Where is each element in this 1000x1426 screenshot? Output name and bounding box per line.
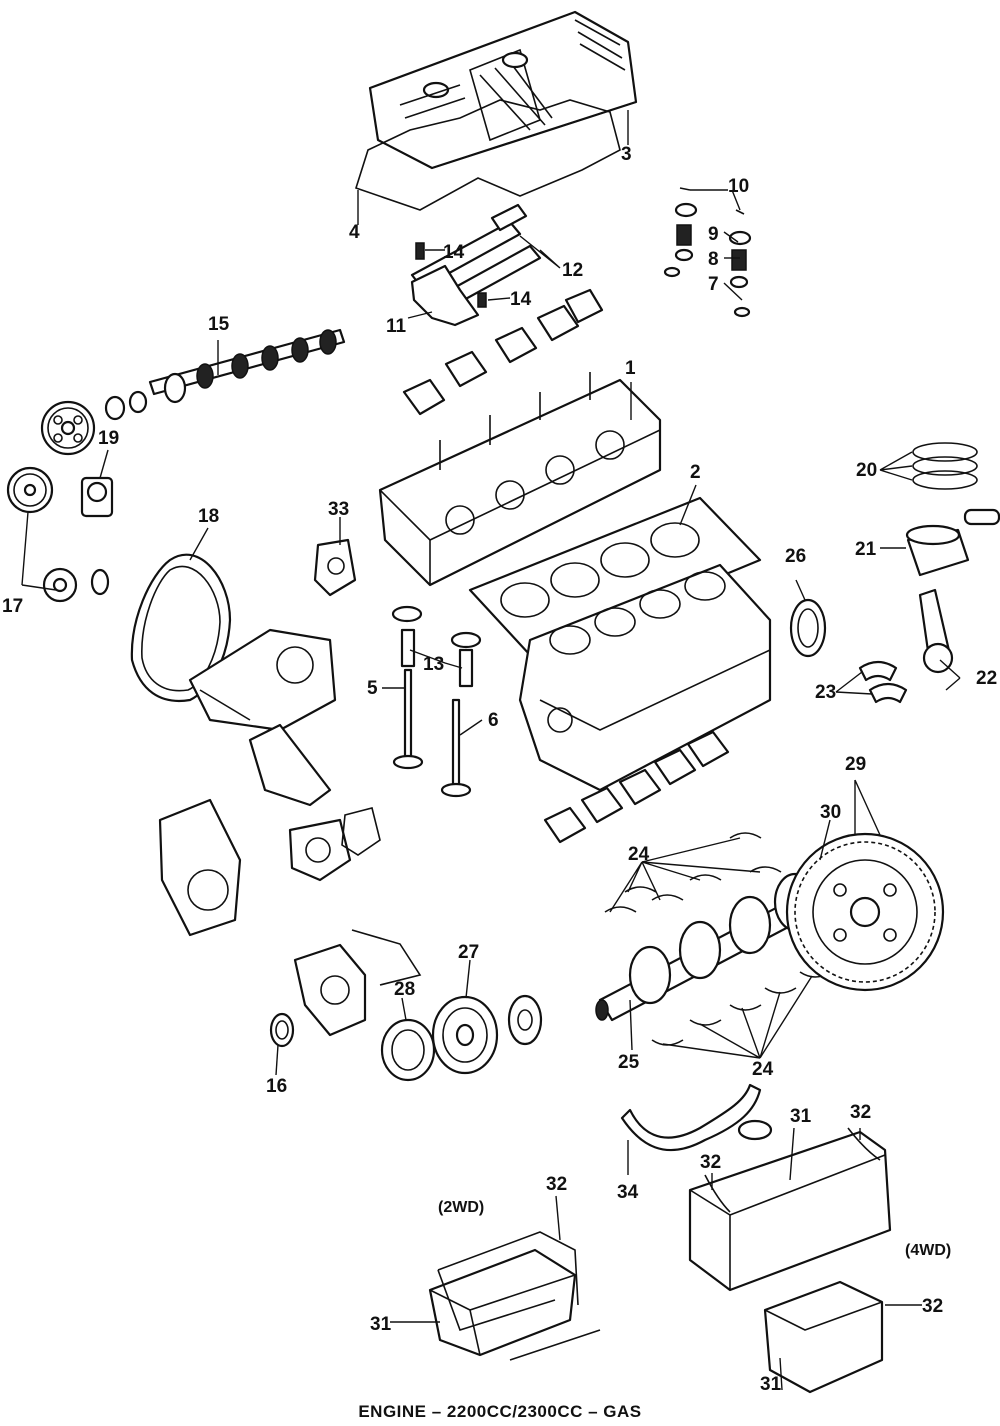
camshaft-seal [104,395,126,421]
crankshaft-pulley [431,995,499,1075]
callout-24-lower: 24 [752,1059,774,1080]
callout-24-upper: 24 [628,844,650,865]
crank-sprocket [42,567,110,603]
water-pump-gasket [341,807,381,856]
rocker-spring-upper [415,242,425,260]
callout-34: 34 [617,1182,639,1203]
variant-label-4wd: (4WD) [905,1242,951,1259]
piston-rings [912,442,978,490]
callout-16: 16 [266,1076,287,1097]
callout-labels: 3 4 10 9 8 7 12 14 14 11 15 1 19 20 2 33… [2,144,997,1395]
callout-6: 6 [488,710,499,731]
callout-7: 7 [708,274,719,295]
camshaft-plug [128,390,148,414]
valve-spring-set [663,187,752,318]
callout-26: 26 [785,546,806,567]
oil-pan-2wd [428,1248,577,1357]
rod-bearings [858,660,908,704]
water-pump [288,818,352,882]
callout-33: 33 [328,499,349,520]
oil-pickup-tube [620,1083,762,1152]
callout-9: 9 [708,224,719,245]
head-gasket [468,496,762,657]
oil-pan-gasket-2wd [437,1231,579,1331]
rear-main-seal [789,598,827,658]
variant-label-2wd: (2WD) [438,1199,484,1216]
callout-2: 2 [690,462,701,483]
callout-28: 28 [394,979,415,1000]
upper-timing-cover [188,628,337,732]
callout-23: 23 [815,682,836,703]
timing-sprocket-upper [40,400,96,456]
piston [905,508,1000,577]
lower-timing-cover [158,798,242,937]
callout-30: 30 [820,802,841,823]
callout-4: 4 [349,222,360,243]
callout-31-4wd-sump: 31 [760,1374,782,1395]
callout-19: 19 [98,428,119,449]
flywheel [785,832,945,992]
oil-pan-seal-2wd [509,1329,601,1361]
callout-22: 22 [976,668,997,689]
camshaft [148,328,346,404]
valve-cover [368,10,638,170]
callout-1: 1 [625,358,636,379]
callout-31-2wd: 31 [370,1314,392,1335]
timing-sprocket-lower [6,466,54,514]
camshaft-bearing-caps [402,288,604,416]
callout-8: 8 [708,249,719,270]
callout-15: 15 [208,314,230,335]
diagram-caption: ENGINE – 2200CC/2300CC – GAS [358,1402,642,1421]
rocker-spring-lower [477,292,487,308]
cylinder-block [518,563,772,792]
valve-seal-left [391,605,423,623]
valve-seal-right [450,631,482,649]
callout-3: 3 [621,144,632,165]
main-bearing-caps [543,730,730,844]
belt-tensioner [80,476,114,518]
oil-pan-gasket-4wd [704,1174,731,1213]
pulley-spacer [380,1018,436,1082]
leader-lines [21,110,961,1391]
pulley-hub [507,994,543,1046]
callout-17: 17 [2,596,23,617]
water-outlet [313,538,357,597]
oil-pump-gasket [351,929,422,986]
cylinder-head [378,372,662,587]
callout-13: 13 [423,654,444,675]
callout-5: 5 [367,678,378,699]
callout-14-upper: 14 [443,242,465,263]
callout-25: 25 [618,1052,640,1073]
oil-pump [293,943,367,1037]
main-bearings-upper [604,832,782,913]
callout-10: 10 [728,176,749,197]
callout-32-2wd: 32 [546,1174,567,1195]
exhaust-valve [440,698,472,798]
oil-pickup-screen [737,1119,773,1141]
callout-21: 21 [855,539,877,560]
rocker-arm [410,264,480,327]
callout-18: 18 [198,506,219,527]
timing-belt [130,553,232,703]
callout-12: 12 [562,260,583,281]
oil-pan-4wd [688,1130,892,1292]
callout-31-4wd-pan: 31 [790,1106,812,1127]
callout-27: 27 [458,942,479,963]
connecting-rod [918,588,954,674]
timing-cover-backplate [248,723,332,807]
callout-14-lower: 14 [510,289,532,310]
valve-cover-gasket [355,99,621,211]
callout-29: 29 [845,754,866,775]
front-crank-seal [269,1012,295,1048]
intake-valve [392,668,424,770]
callout-32-4wd-gasket: 32 [700,1152,721,1173]
valve-guide-left [400,628,416,668]
oil-pan-sump-4wd [763,1280,884,1394]
callout-20: 20 [856,460,877,481]
oil-pan-seal-4wd [847,1127,881,1161]
callout-11: 11 [386,316,407,337]
callout-32-4wd-seal: 32 [850,1102,871,1123]
callout-32-4wd-sump: 32 [922,1296,943,1317]
